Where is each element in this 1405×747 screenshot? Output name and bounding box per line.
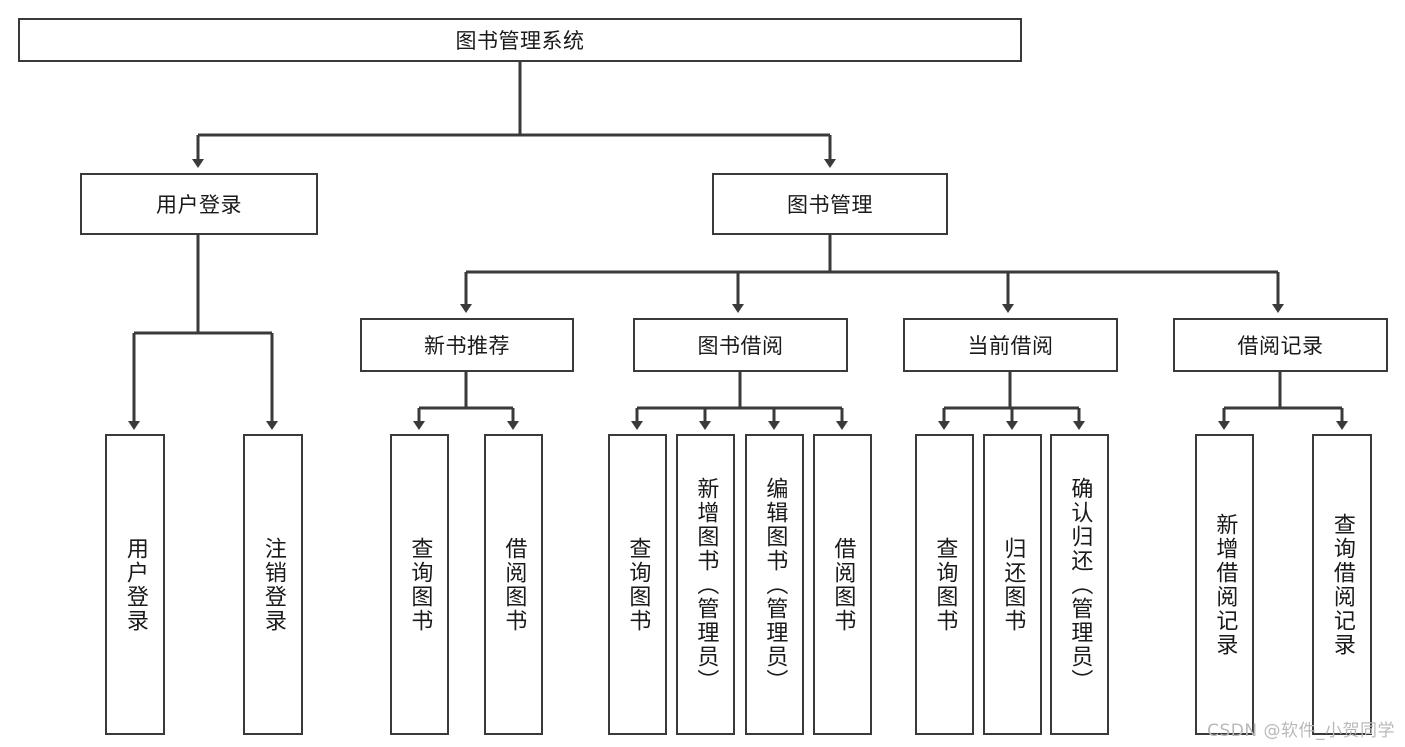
leaf-new-book-borrow[interactable]: 借阅图书 <box>484 434 543 735</box>
node-root-book-management-system[interactable]: 图书管理系统 <box>18 18 1022 62</box>
node-book-borrow[interactable]: 图书借阅 <box>633 318 848 372</box>
node-label: 图书管理系统 <box>455 29 585 53</box>
leaf-current-confirm-return-admin[interactable]: 确认归还（管理员） <box>1050 434 1109 735</box>
node-label: 确认归还（管理员） <box>1067 476 1093 693</box>
node-label: 用户登录 <box>156 193 242 217</box>
leaf-user-login-logout[interactable]: 注销登录 <box>243 434 303 735</box>
node-label: 借阅图书 <box>830 536 856 633</box>
node-label: 借阅记录 <box>1237 334 1324 358</box>
node-label: 归还图书 <box>1000 536 1026 633</box>
leaf-current-query-book[interactable]: 查询图书 <box>915 434 974 735</box>
node-label: 查询借阅记录 <box>1329 512 1355 657</box>
node-label: 图书借阅 <box>697 334 784 358</box>
leaf-record-query-borrow-record[interactable]: 查询借阅记录 <box>1312 434 1372 735</box>
node-label: 新书推荐 <box>424 334 510 358</box>
node-label: 查询图书 <box>407 536 433 633</box>
leaf-borrow-borrow-book[interactable]: 借阅图书 <box>813 434 872 735</box>
leaf-borrow-edit-book-admin[interactable]: 编辑图书（管理员） <box>745 434 804 735</box>
leaf-new-book-query[interactable]: 查询图书 <box>390 434 449 735</box>
csdn-watermark: CSDN @软件_小贺同学 <box>1207 721 1395 741</box>
node-label: 注销登录 <box>260 536 286 633</box>
node-label: 新增图书（管理员） <box>693 476 719 693</box>
node-label: 新增借阅记录 <box>1212 512 1238 657</box>
node-label: 当前借阅 <box>967 334 1054 358</box>
node-user-login[interactable]: 用户登录 <box>80 173 318 235</box>
leaf-current-return-book[interactable]: 归还图书 <box>983 434 1042 735</box>
node-new-book-recommend[interactable]: 新书推荐 <box>360 318 574 372</box>
node-label: 图书管理 <box>787 193 873 217</box>
leaf-user-login-login[interactable]: 用户登录 <box>105 434 165 735</box>
node-label: 用户登录 <box>122 536 148 633</box>
leaf-borrow-add-book-admin[interactable]: 新增图书（管理员） <box>676 434 735 735</box>
node-book-management[interactable]: 图书管理 <box>712 173 948 235</box>
node-label: 借阅图书 <box>501 536 527 633</box>
node-borrow-record[interactable]: 借阅记录 <box>1173 318 1388 372</box>
node-label: 查询图书 <box>932 536 958 633</box>
node-current-borrow[interactable]: 当前借阅 <box>903 318 1118 372</box>
leaf-borrow-query-book[interactable]: 查询图书 <box>608 434 667 735</box>
node-label: 编辑图书（管理员） <box>762 476 788 693</box>
node-label: 查询图书 <box>625 536 651 633</box>
leaf-record-add-borrow-record[interactable]: 新增借阅记录 <box>1195 434 1254 735</box>
